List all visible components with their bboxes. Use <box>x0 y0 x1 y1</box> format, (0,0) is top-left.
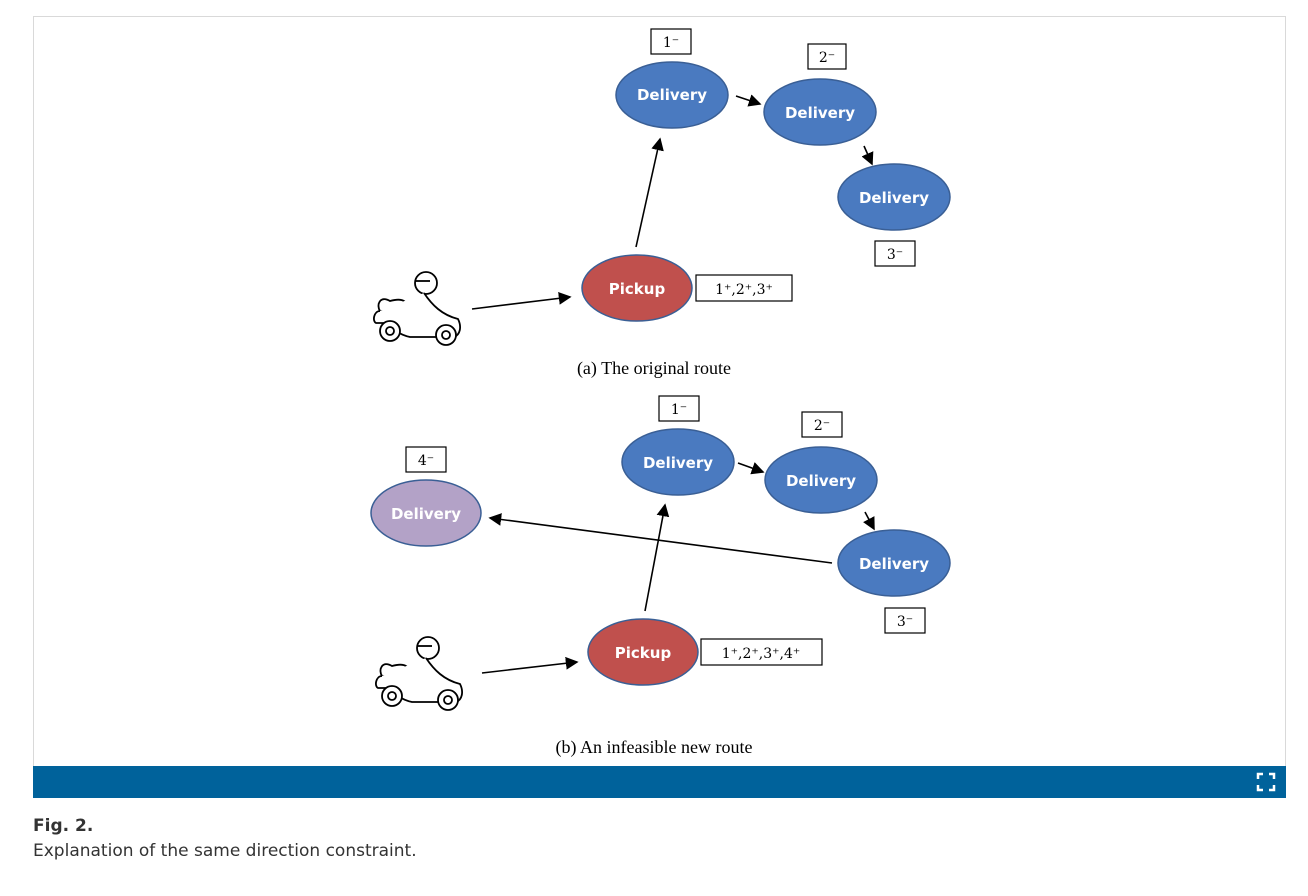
delivery-node-b1: Delivery <box>621 428 735 496</box>
delivery-node-b3: Delivery <box>837 529 951 597</box>
edge-scooter-pickup <box>481 656 579 674</box>
delivery-node-a2: Delivery <box>763 78 877 146</box>
svg-text:Pickup: Pickup <box>615 644 672 662</box>
tag-box-b3: 3⁻ <box>884 607 926 634</box>
svg-text:3⁻: 3⁻ <box>897 614 913 630</box>
edge-delivery3-delivery4 <box>488 513 833 564</box>
svg-text:3⁻: 3⁻ <box>887 247 903 263</box>
tag-box-a3: 3⁻ <box>874 240 916 267</box>
expand-button[interactable] <box>1256 772 1276 792</box>
panel-a-caption: (a) The original route <box>577 358 731 379</box>
svg-text:1⁺,2⁺,3⁺,4⁺: 1⁺,2⁺,3⁺,4⁺ <box>722 646 801 662</box>
expand-icon <box>1256 772 1276 792</box>
svg-text:Delivery: Delivery <box>785 104 855 122</box>
svg-text:4⁻: 4⁻ <box>418 453 434 469</box>
tag-box-a-pickup: 1⁺,2⁺,3⁺ <box>695 274 793 302</box>
svg-text:Delivery: Delivery <box>391 505 461 523</box>
panel-b-caption: (b) An infeasible new route <box>556 737 753 758</box>
tag-box-a2: 2⁻ <box>807 43 847 70</box>
delivery-node-a1: Delivery <box>615 61 729 129</box>
edge-scooter-pickup <box>471 292 572 310</box>
panel-a: Delivery 1⁻ Delivery 2⁻ Delivery 3⁻ Pick… <box>373 28 951 379</box>
svg-text:1⁻: 1⁻ <box>671 402 687 418</box>
svg-text:Delivery: Delivery <box>637 86 707 104</box>
edge-delivery1-delivery2 <box>737 462 765 475</box>
delivery-node-b2: Delivery <box>764 446 878 514</box>
edge-pickup-delivery1 <box>635 137 664 248</box>
svg-text:Delivery: Delivery <box>643 454 713 472</box>
edge-delivery1-delivery2 <box>735 94 762 107</box>
tag-box-b4: 4⁻ <box>405 446 447 473</box>
tag-box-b1: 1⁻ <box>658 395 700 422</box>
edge-delivery2-delivery3 <box>861 145 874 166</box>
svg-text:Delivery: Delivery <box>859 555 929 573</box>
delivery-node-b4: Delivery <box>370 479 482 547</box>
edge-pickup-delivery1 <box>644 503 670 612</box>
scooter-icon <box>375 636 463 711</box>
svg-text:1⁻: 1⁻ <box>663 35 679 51</box>
delivery-node-a3: Delivery <box>837 163 951 231</box>
tag-box-a1: 1⁻ <box>650 28 692 55</box>
panel-b: Delivery 1⁻ Delivery 2⁻ Delivery 3⁻ Deli… <box>370 395 951 758</box>
svg-text:2⁻: 2⁻ <box>819 50 835 66</box>
figure-label: Fig. 2. <box>33 816 94 836</box>
svg-text:2⁻: 2⁻ <box>814 418 830 434</box>
edge-delivery2-delivery3 <box>863 511 875 531</box>
svg-text:Pickup: Pickup <box>609 280 666 298</box>
figure-toolbar <box>33 766 1286 798</box>
scooter-icon <box>373 271 461 346</box>
figure-caption: Explanation of the same direction constr… <box>33 841 417 861</box>
figure-diagram: Delivery 1⁻ Delivery 2⁻ Delivery 3⁻ Pick… <box>370 28 951 758</box>
svg-text:1⁺,2⁺,3⁺: 1⁺,2⁺,3⁺ <box>715 282 773 298</box>
pickup-node-a: Pickup <box>581 254 693 322</box>
tag-box-b2: 2⁻ <box>801 411 843 438</box>
tag-box-b-pickup: 1⁺,2⁺,3⁺,4⁺ <box>700 638 823 666</box>
pickup-node-b: Pickup <box>587 618 699 686</box>
svg-text:Delivery: Delivery <box>859 189 929 207</box>
svg-text:Delivery: Delivery <box>786 472 856 490</box>
